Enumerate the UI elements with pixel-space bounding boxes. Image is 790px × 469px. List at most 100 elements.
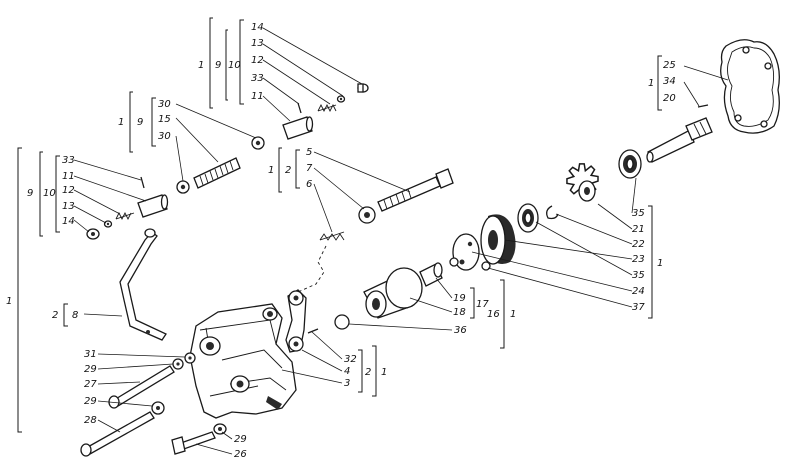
brackets-stud-group [129, 91, 156, 153]
callout-32: 32 [344, 354, 357, 365]
callout-6: 6 [306, 179, 312, 190]
callout-29-c: 29 [234, 434, 247, 445]
callout-2-housing: 2 [365, 367, 371, 378]
part-12-spring-left [115, 211, 135, 221]
part-33-pin-left [140, 176, 145, 189]
callout-5: 5 [306, 147, 312, 158]
callout-10-top: 10 [228, 60, 241, 71]
leaders-shaft [409, 277, 453, 313]
bolt-group-5 [319, 168, 454, 241]
callout-33-left: 33 [62, 155, 75, 166]
leaders-lower [97, 353, 233, 455]
callout-13-top: 13 [251, 38, 264, 49]
callout-1-bolt: 1 [268, 165, 274, 176]
callout-33-top: 33 [251, 73, 264, 84]
part-30-nut-upper [251, 136, 265, 150]
leaders-gear-group [471, 177, 637, 308]
brackets-rocker [358, 345, 377, 397]
part-33-pin [297, 102, 302, 114]
brackets-top-group [209, 17, 244, 109]
part-29-washer-a [172, 358, 184, 370]
callout-11-left: 11 [62, 171, 75, 182]
callout-1-shaft: 1 [510, 309, 516, 320]
stud-group-15 [176, 136, 265, 194]
callout-2-lever: 2 [52, 310, 58, 321]
callout-20: 20 [663, 93, 676, 104]
part-32-pin [307, 328, 319, 334]
part-19-bushing [419, 262, 443, 287]
leader-36 [348, 323, 453, 331]
callout-27: 27 [84, 379, 97, 390]
part-13-washer-left [103, 220, 113, 228]
callout-1-big: 1 [6, 296, 12, 307]
part-6-spring [319, 231, 345, 241]
part-11-sleeve [282, 116, 314, 140]
part-21-sprocket [566, 163, 599, 202]
brackets-shaft [470, 279, 505, 349]
part-7-washer [358, 206, 376, 224]
part-8-lever [119, 228, 167, 341]
part-34-pin [697, 104, 709, 108]
callout-31: 31 [84, 349, 97, 360]
part-14-cap-nut [357, 83, 369, 93]
leaders-bolt-group [313, 151, 411, 233]
part-25-gasket [720, 39, 780, 134]
leader-8 [83, 313, 123, 317]
left-fastener-group [86, 176, 169, 240]
callout-17: 17 [476, 299, 489, 310]
callout-7: 7 [306, 163, 313, 174]
callout-22: 22 [632, 239, 645, 250]
callout-36: 36 [454, 325, 467, 336]
part-37-ball [449, 257, 459, 267]
callout-28: 28 [84, 415, 97, 426]
callout-4: 4 [344, 366, 350, 377]
part-22-circlip [546, 205, 559, 220]
part-13-washer [336, 95, 346, 103]
callout-35-upper: 35 [632, 208, 645, 219]
callout-12-top: 12 [251, 55, 264, 66]
callout-21: 21 [632, 224, 645, 235]
top-fastener-group [282, 83, 369, 140]
spring-assembly-path [297, 245, 327, 293]
bracket-8 [63, 303, 68, 327]
callout-11-top: 11 [251, 91, 264, 102]
leaders-stud-group [175, 103, 257, 182]
callout-8: 8 [72, 310, 78, 321]
part-15-stud [193, 157, 241, 189]
callout-29-a: 29 [84, 364, 97, 375]
callout-37: 37 [632, 302, 645, 313]
callout-9-left: 9 [27, 188, 33, 199]
callout-1-top: 1 [198, 60, 204, 71]
callout-30-upper: 30 [158, 99, 171, 110]
part-24-cam-disc [452, 233, 480, 271]
part-30-nut-lower [176, 180, 190, 194]
callout-19: 19 [453, 293, 466, 304]
part-18-flanged-shaft [363, 267, 423, 319]
callout-30-lower: 30 [158, 131, 171, 142]
callout-9-mid: 9 [137, 117, 143, 128]
part-3-housing [189, 303, 297, 419]
lower-fasteners [80, 352, 227, 457]
callout-14-top: 14 [251, 22, 264, 33]
part-26-bolt [171, 431, 216, 455]
callout-35-lower: 35 [632, 270, 645, 281]
callout-29-b: 29 [84, 396, 97, 407]
leaders-top-group [262, 27, 363, 122]
part-35-bearing-lower [517, 203, 539, 233]
part-4-rocker-arm [285, 289, 307, 353]
part-35-bearing-upper [618, 149, 642, 179]
callout-labels: 14 13 12 33 11 1 9 10 30 15 30 1 9 33 11… [6, 22, 676, 460]
brackets-left-group [17, 147, 60, 433]
callout-1-right: 1 [657, 258, 663, 269]
part-27-bolt [108, 365, 175, 409]
callout-25: 25 [663, 60, 676, 71]
callout-24: 24 [632, 286, 645, 297]
callout-16: 16 [487, 309, 500, 320]
callout-1-mid: 1 [118, 117, 124, 128]
part-20-drive-shaft [646, 117, 713, 163]
part-12-spring [317, 103, 337, 113]
part-29-washer-b [151, 401, 165, 415]
part-5-long-bolt [377, 168, 454, 212]
callout-1-housing: 1 [381, 367, 387, 378]
